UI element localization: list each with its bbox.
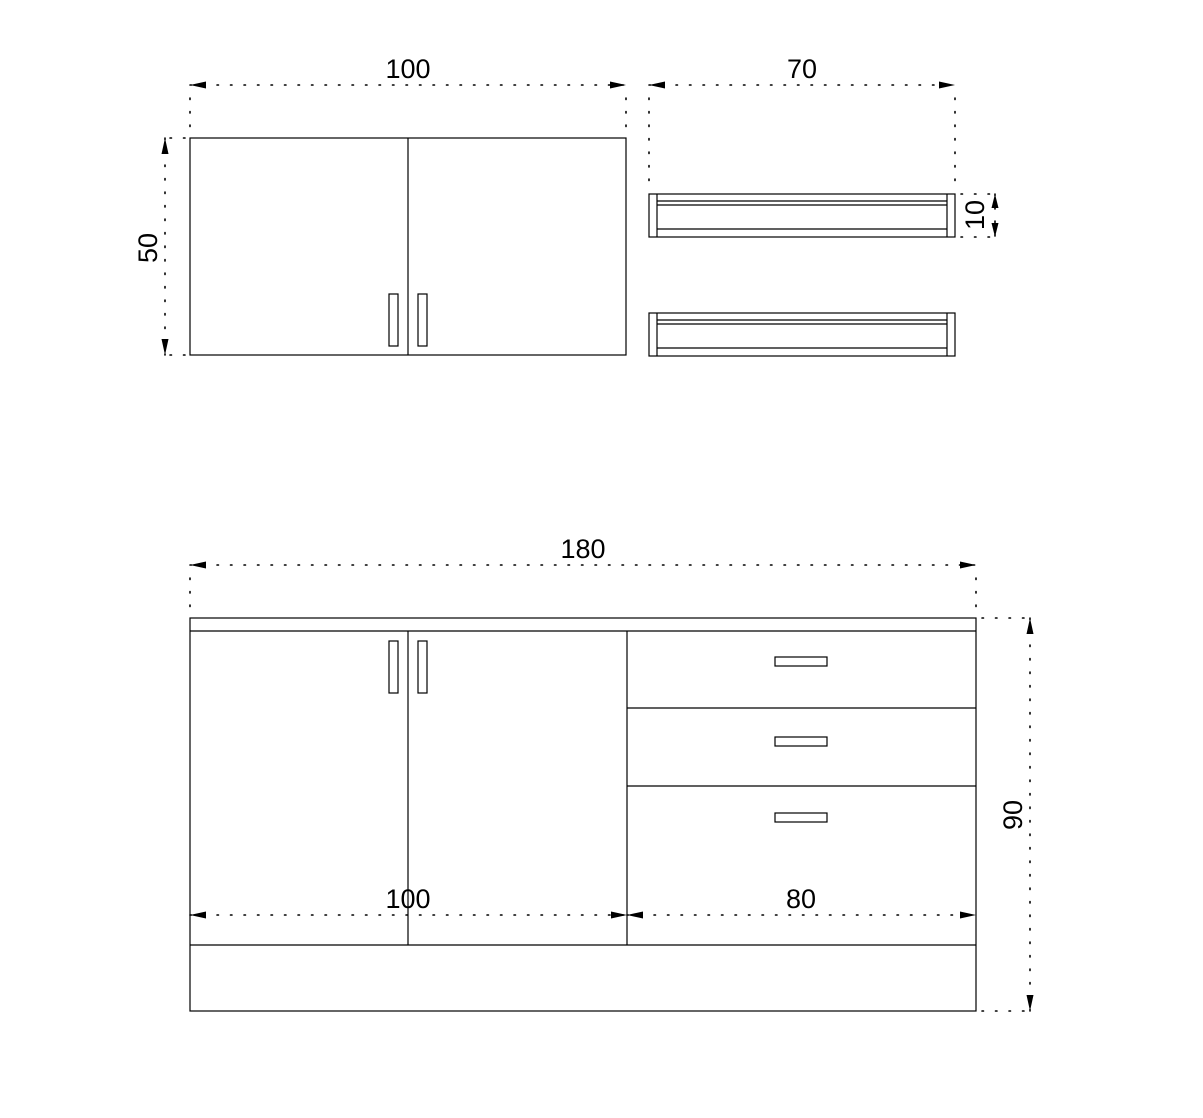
door-section-width-label: 100: [385, 884, 430, 914]
drawer-2-handle: [774, 736, 828, 747]
lower-width-dimension: 180: [189, 534, 977, 615]
lower-left-door-handle: [388, 640, 399, 694]
lower-base-cabinet: [189, 617, 977, 1012]
shelf-height-dimension: 10: [960, 193, 999, 238]
shelf-width-label: 70: [787, 54, 817, 84]
drawer-section-width-label: 80: [786, 884, 816, 914]
lower-width-label: 180: [560, 534, 605, 564]
upper-right-door-handle: [417, 293, 428, 347]
lower-cabinet-body: [189, 617, 977, 1012]
upper-left-door-handle: [388, 293, 399, 347]
lower-right-door-handle: [417, 640, 428, 694]
door-section-width-dimension: 100: [189, 884, 628, 919]
upper-wall-cabinet: [189, 137, 627, 356]
shelf-height-label: 10: [960, 200, 990, 230]
lower-height-label: 90: [998, 800, 1028, 830]
wall-shelf-bottom: [648, 312, 956, 357]
upper-height-dimension: 50: [133, 137, 187, 356]
lower-height-dimension: 90: [981, 617, 1034, 1012]
upper-width-label: 100: [385, 54, 430, 84]
drawer-1-handle: [774, 656, 828, 667]
upper-height-label: 50: [133, 233, 163, 263]
drawer-section-width-dimension: 80: [626, 884, 977, 919]
drawer-3-handle: [774, 812, 828, 823]
shelf-width-dimension: 70: [648, 54, 956, 189]
upper-width-dimension: 100: [189, 54, 627, 135]
wall-shelf-top: [648, 193, 956, 238]
